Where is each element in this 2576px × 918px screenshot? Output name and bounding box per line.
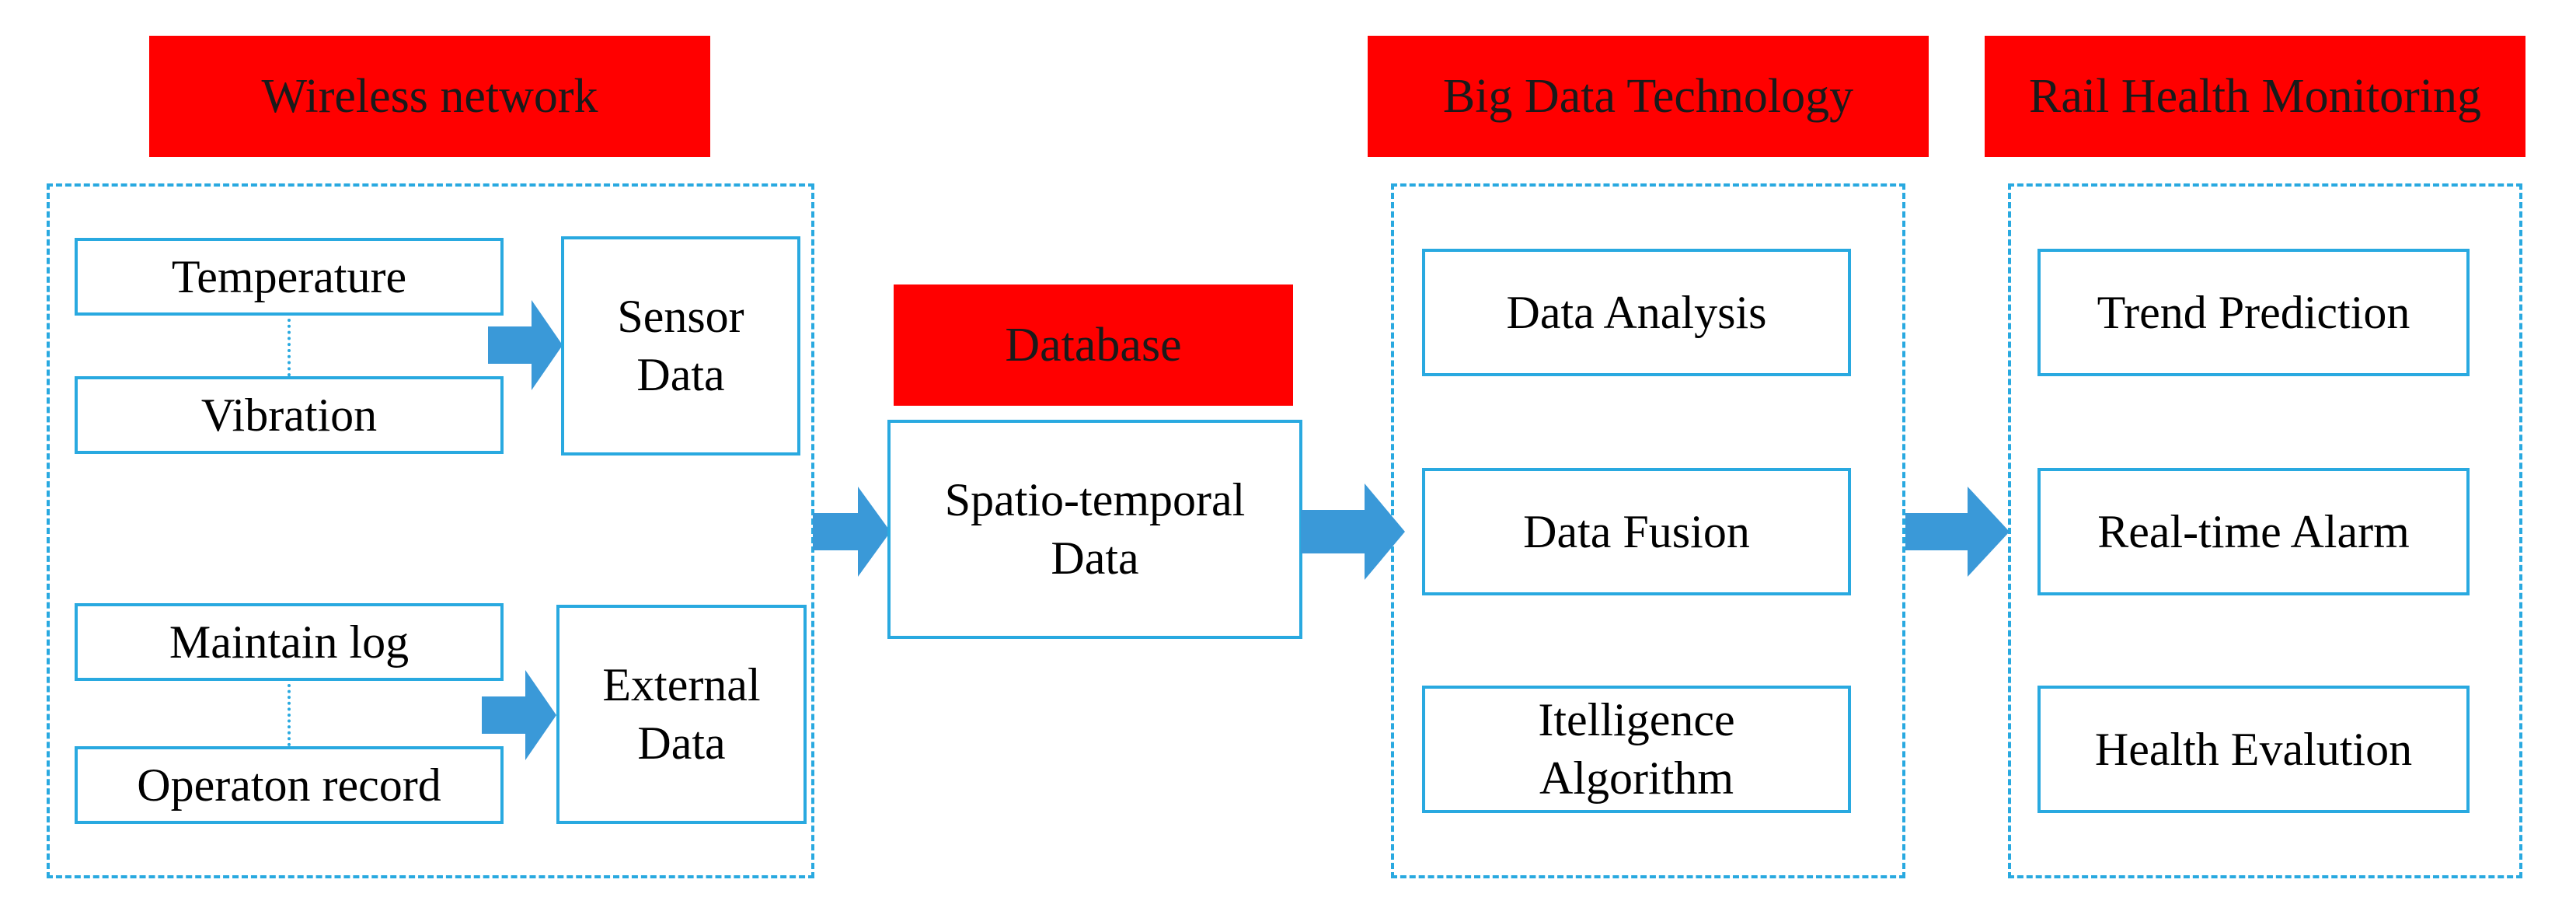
sensor-inputs-ellipsis (288, 319, 291, 382)
wireless-to-database-arrow (813, 487, 891, 577)
itelligence-algorithm-box: Itelligence Algorithm (1422, 686, 1851, 813)
data-fusion-box: Data Fusion (1422, 468, 1851, 595)
header-rail-health-monitoring: Rail Health Monitoring (1985, 36, 2525, 157)
data-analysis-box: Data Analysis (1422, 249, 1851, 376)
external-inputs-arrow (482, 670, 556, 760)
sensor-inputs-arrow (488, 300, 563, 390)
health-evalution-box: Health Evalution (2037, 686, 2470, 813)
bigdata-to-rail-arrow (1905, 487, 2010, 577)
rail-health-monitoring-group (2008, 183, 2522, 878)
temperature-box: Temperature (75, 238, 504, 316)
external-data-box: External Data (556, 605, 807, 824)
database-to-bigdata-arrow (1301, 483, 1405, 580)
operaton-record-box: Operaton record (75, 746, 504, 824)
vibration-box: Vibration (75, 376, 504, 454)
spatio-temporal-data-box: Spatio-temporal Data (887, 420, 1302, 639)
real-time-alarm-box: Real-time Alarm (2037, 468, 2470, 595)
header-wireless-network: Wireless network (149, 36, 710, 157)
sensor-data-box: Sensor Data (561, 236, 800, 456)
maintain-log-box: Maintain log (75, 603, 504, 681)
trend-prediction-box: Trend Prediction (2037, 249, 2470, 376)
header-database: Database (894, 284, 1293, 406)
external-inputs-ellipsis (288, 684, 291, 746)
header-big-data-technology: Big Data Technology (1368, 36, 1929, 157)
